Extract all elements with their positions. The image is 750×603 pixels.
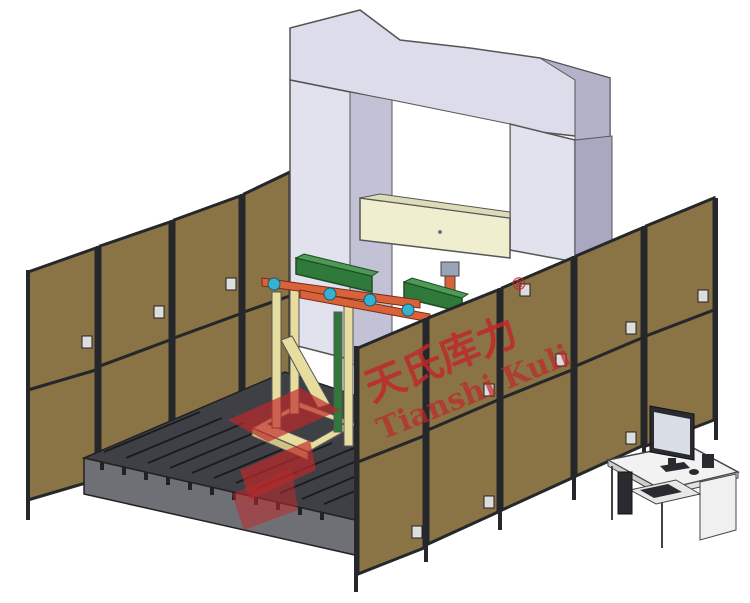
- mouse: [689, 469, 699, 475]
- load-cell-actuator: [440, 261, 460, 293]
- back-fence: [26, 169, 292, 520]
- registered-mark: ®: [510, 274, 528, 295]
- monitor: [649, 405, 695, 472]
- vent-grille: [519, 283, 531, 297]
- computer-workstation: [605, 405, 741, 548]
- vent-grille: [81, 335, 93, 349]
- fence-panel: [26, 245, 98, 393]
- vent-grille: [483, 383, 495, 397]
- speaker: [702, 454, 714, 468]
- vent-grille: [411, 525, 423, 539]
- vent-grille: [153, 305, 165, 319]
- vent-grille: [697, 289, 709, 303]
- vent-grille: [625, 431, 637, 445]
- vent-grille: [555, 353, 567, 367]
- watermark-logo: [228, 388, 340, 530]
- vent-grille: [483, 495, 495, 509]
- vent-grille: [225, 277, 237, 291]
- gantry-frame: [289, 9, 613, 373]
- vent-grille: [625, 321, 637, 335]
- fence-panel: [242, 169, 292, 315]
- movable-crossbeam: [359, 193, 511, 259]
- fence-panel: [356, 433, 426, 577]
- front-fence: [354, 195, 718, 592]
